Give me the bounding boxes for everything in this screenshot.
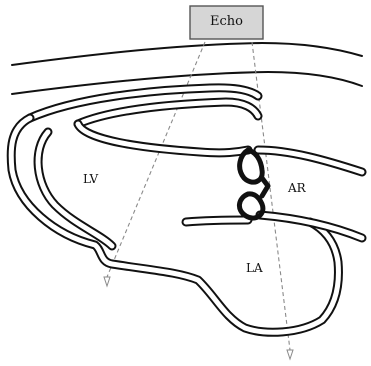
label-lv: LV — [83, 172, 99, 186]
label-ar: AR — [287, 181, 307, 195]
probe-label: Echo — [210, 14, 243, 29]
aortic-valve — [239, 150, 268, 218]
heart-outline — [11, 88, 362, 332]
label-la: LA — [246, 261, 263, 275]
echo-probe: Echo — [190, 6, 263, 39]
